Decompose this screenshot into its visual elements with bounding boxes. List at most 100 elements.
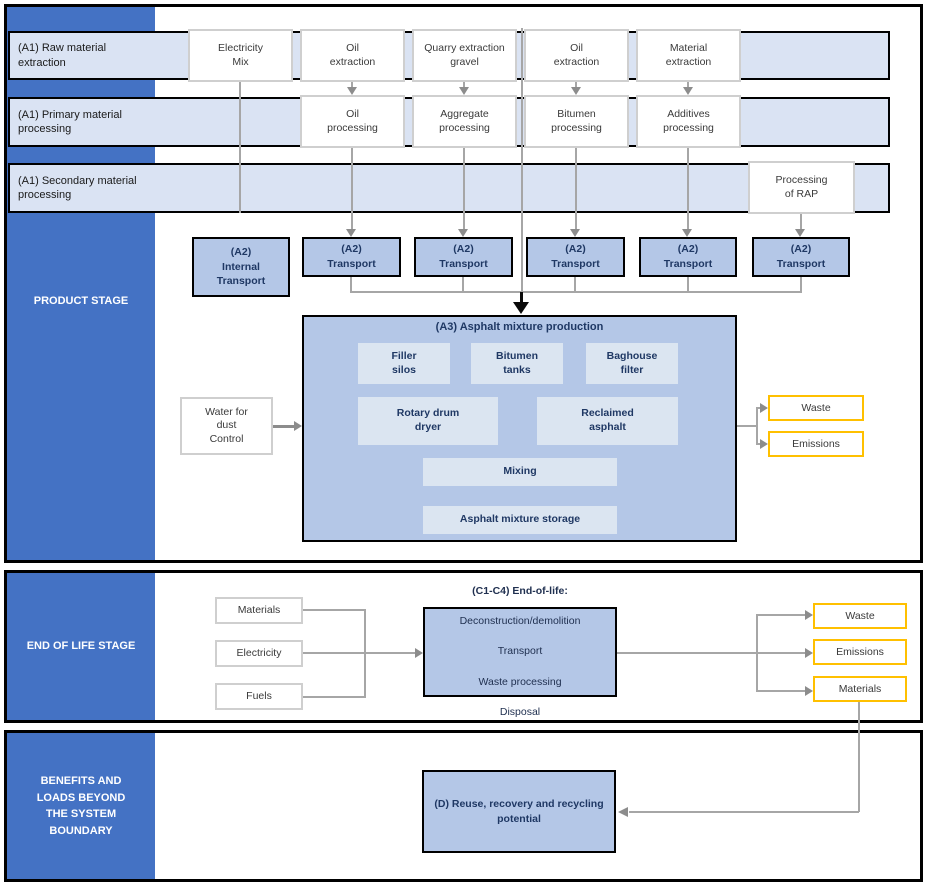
- connector-line: [351, 82, 353, 88]
- band-label: (A1) Primary material processing: [18, 108, 122, 135]
- end-of-life-title: (C1-C4) End-of-life:: [472, 584, 568, 597]
- connector-line: [239, 82, 241, 213]
- box-oil-extraction-1: Oil extraction: [300, 29, 405, 82]
- box-internal-transport: (A2) Internal Transport: [192, 237, 290, 297]
- box-transport-2: (A2) Transport: [414, 237, 513, 277]
- end-of-life-border: [4, 570, 923, 723]
- end-of-life-step: Deconstruction/demolition: [459, 614, 581, 627]
- unit-asphalt-mixture-storage: Asphalt mixture storage: [423, 506, 617, 534]
- box-water-for-dust-control: Water for dust Control: [180, 397, 273, 455]
- connector-line: [303, 652, 365, 654]
- box-material-extraction: Material extraction: [636, 29, 741, 82]
- connector-line: [462, 277, 464, 293]
- connector-line: [303, 696, 365, 698]
- benefits-border: [4, 730, 923, 882]
- end-of-life-step: Waste processing: [478, 675, 562, 688]
- box-transport-1: (A2) Transport: [302, 237, 401, 277]
- band-label: (A1) Secondary material processing: [18, 174, 137, 201]
- end-of-life-step: Disposal: [499, 706, 541, 719]
- arrow-left-icon: [618, 807, 628, 817]
- arrow-down-icon: [347, 87, 357, 95]
- box-end-of-life-process: (C1-C4) End-of-life: Deconstruction/demo…: [423, 585, 617, 718]
- connector-line: [463, 82, 465, 88]
- connector-line: [756, 614, 806, 616]
- arrow-down-icon: [458, 229, 468, 237]
- connector-line: [617, 652, 806, 654]
- connector-line-black: [520, 292, 523, 303]
- arrow-down-icon: [571, 87, 581, 95]
- connector-line: [303, 609, 365, 611]
- connector-line: [737, 425, 758, 427]
- box-quarry-extraction-gravel: Quarry extraction gravel: [412, 29, 517, 82]
- arrow-right-icon: [805, 686, 813, 696]
- connector-line: [350, 291, 802, 293]
- unit-baghouse-filter: Baghouse filter: [586, 343, 678, 384]
- arrow-right-icon: [760, 403, 768, 413]
- connector-line: [463, 148, 465, 229]
- arrow-down-black-icon: [513, 302, 529, 314]
- connector-line: [575, 148, 577, 229]
- box-transport-3: (A2) Transport: [526, 237, 625, 277]
- connector-line: [574, 277, 576, 293]
- connector-line: [756, 690, 806, 692]
- connector-line: [364, 652, 416, 654]
- box-transport-5: (A2) Transport: [752, 237, 850, 277]
- arrow-right-icon: [415, 648, 423, 658]
- arrow-right-icon: [760, 439, 768, 449]
- box-additives-processing: Additives processing: [636, 95, 741, 148]
- arrow-down-icon: [570, 229, 580, 237]
- box-aggregate-processing: Aggregate processing: [412, 95, 517, 148]
- unit-rotary-drum-dryer: Rotary drum dryer: [358, 397, 498, 445]
- connector-line: [350, 277, 352, 293]
- connector-line: [273, 425, 295, 428]
- arrow-down-icon: [795, 229, 805, 237]
- box-oil-processing: Oil processing: [300, 95, 405, 148]
- box-materials-input: Materials: [215, 597, 303, 624]
- box-waste-product: Waste: [768, 395, 864, 421]
- unit-filler-silos: Filler silos: [358, 343, 450, 384]
- connector-line: [687, 148, 689, 229]
- connector-line: [575, 82, 577, 88]
- box-transport-4: (A2) Transport: [639, 237, 737, 277]
- benefits-sidebar: BENEFITS AND LOADS BEYOND THE SYSTEM BOU…: [7, 733, 155, 879]
- connector-line: [629, 811, 859, 813]
- box-emissions-eol: Emissions: [813, 639, 907, 665]
- unit-reclaimed-asphalt: Reclaimed asphalt: [537, 397, 678, 445]
- product-stage-border: [4, 4, 923, 563]
- box-fuels-input: Fuels: [215, 683, 303, 710]
- box-emissions-product: Emissions: [768, 431, 864, 457]
- box-materials-eol: Materials: [813, 676, 907, 702]
- connector-line: [756, 614, 758, 692]
- connector-line: [687, 82, 689, 88]
- connector-line: [756, 443, 763, 445]
- arrow-down-icon: [683, 87, 693, 95]
- product-stage-label: PRODUCT STAGE: [33, 295, 129, 307]
- arrow-right-icon: [805, 610, 813, 620]
- unit-bitumen-tanks: Bitumen tanks: [471, 343, 563, 384]
- box-waste-eol: Waste: [813, 603, 907, 629]
- product-stage-sidebar: [7, 7, 155, 560]
- arrow-right-icon: [294, 421, 302, 431]
- band-label: (A1) Raw material extraction: [18, 42, 107, 69]
- connector-line: [521, 28, 523, 293]
- connector-line: [756, 407, 758, 445]
- asphalt-production-title: (A3) Asphalt mixture production: [435, 321, 604, 333]
- unit-mixing: Mixing: [423, 458, 617, 486]
- box-electricity-input: Electricity: [215, 640, 303, 667]
- connector-line: [687, 277, 689, 293]
- benefits-label: BENEFITS AND LOADS BEYOND THE SYSTEM BOU…: [36, 775, 126, 837]
- connector-line: [858, 702, 860, 812]
- box-electricity-mix: Electricity Mix: [188, 29, 293, 82]
- band-secondary-material-processing: (A1) Secondary material processing: [8, 163, 890, 213]
- box-bitumen-processing: Bitumen processing: [524, 95, 629, 148]
- connector-line: [351, 148, 353, 229]
- box-oil-extraction-2: Oil extraction: [524, 29, 629, 82]
- arrow-down-icon: [459, 87, 469, 95]
- arrow-down-icon: [346, 229, 356, 237]
- connector-line: [800, 214, 802, 229]
- arrow-right-icon: [805, 648, 813, 658]
- arrow-down-icon: [682, 229, 692, 237]
- end-of-life-step: Transport: [497, 645, 543, 658]
- connector-line: [756, 407, 763, 409]
